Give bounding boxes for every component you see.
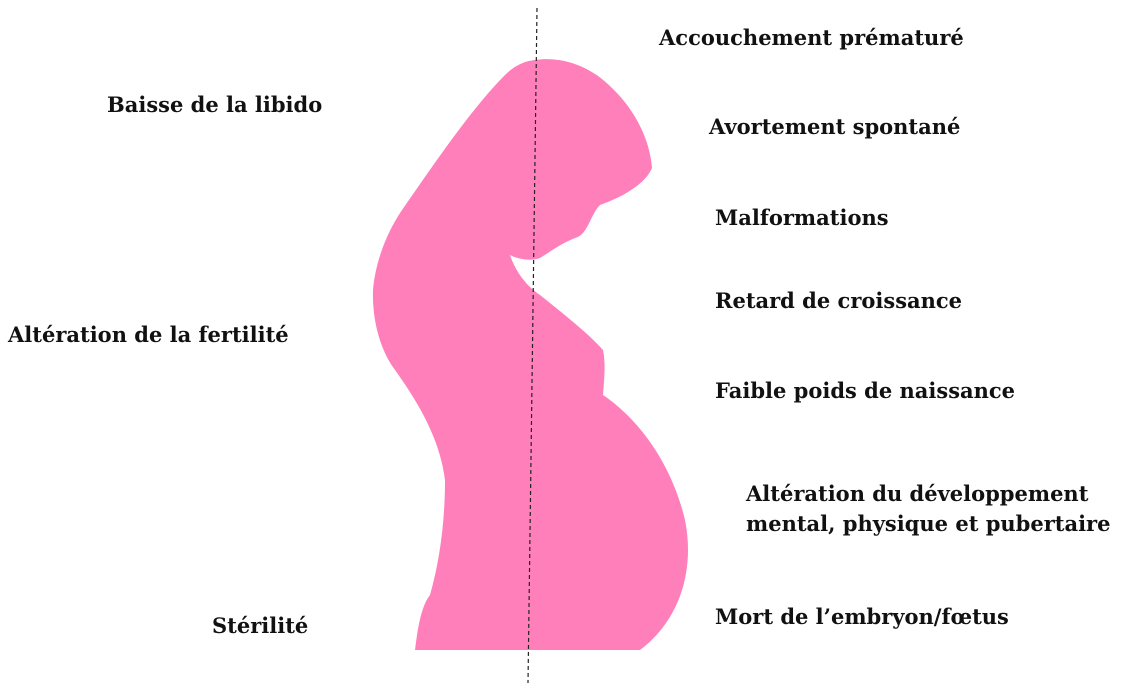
label-miscarriage: Avortement spontané [709, 112, 960, 142]
label-premature-birth: Accouchement prématuré [659, 23, 964, 53]
label-fertility: Altération de la fertilité [8, 320, 289, 350]
label-embryo-fetus-death: Mort de l’embryon/fœtus [715, 602, 1009, 632]
label-libido: Baisse de la libido [107, 90, 322, 120]
label-sterility: Stérilité [212, 611, 308, 641]
label-malformations: Malformations [715, 203, 889, 233]
silhouette-shape [373, 59, 688, 650]
label-growth-retardation: Retard de croissance [715, 286, 962, 316]
label-low-birth-weight: Faible poids de naissance [715, 376, 1015, 406]
label-development-alteration: Altération du développement mental, phys… [746, 479, 1110, 539]
